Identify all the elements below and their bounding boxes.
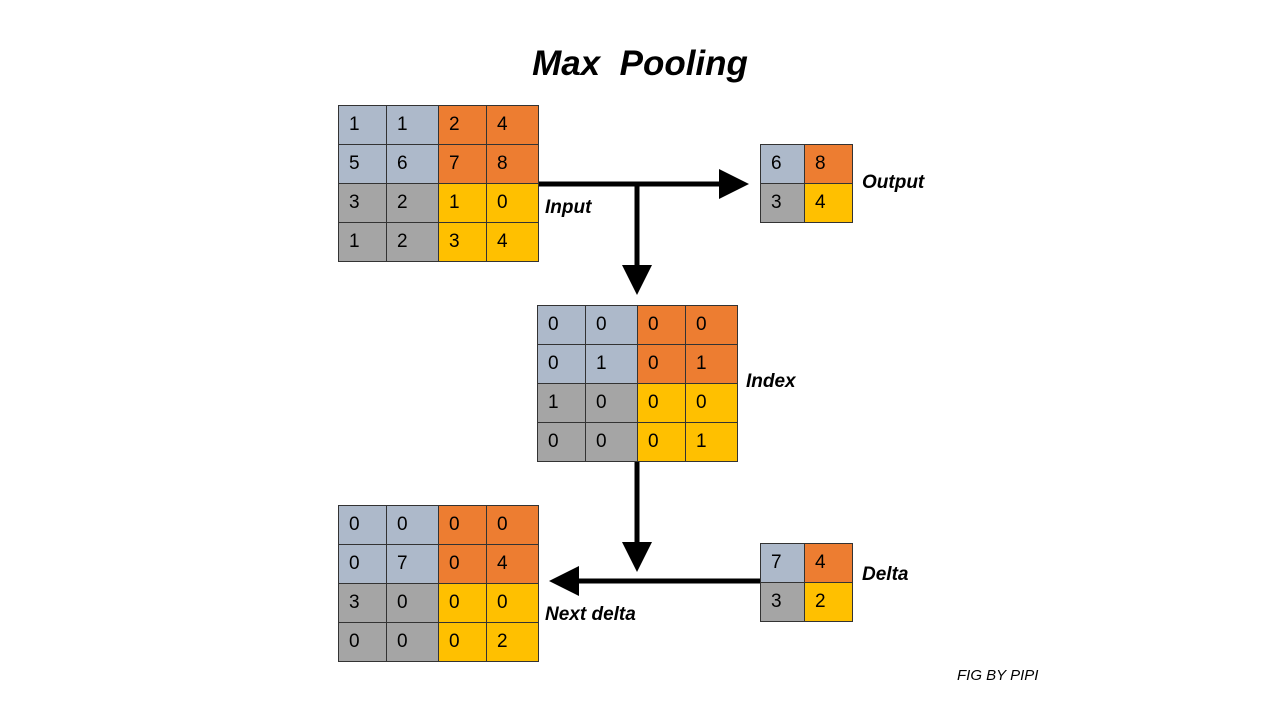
index-cell: 0 [638, 345, 686, 384]
next-delta-cell: 0 [339, 506, 387, 545]
next-delta-cell: 2 [487, 623, 539, 662]
input-cell: 7 [439, 145, 487, 184]
next-delta-cell: 0 [339, 623, 387, 662]
index-cell: 0 [586, 423, 638, 462]
input-cell: 6 [387, 145, 439, 184]
next-delta-cell: 0 [439, 506, 487, 545]
index-label: Index [746, 371, 796, 392]
next-delta-label: Next delta [545, 604, 636, 625]
index-cell: 0 [686, 384, 738, 423]
output-label: Output [862, 172, 925, 193]
next-delta-cell: 0 [387, 584, 439, 623]
next-delta-cell: 0 [387, 623, 439, 662]
index-cell: 0 [586, 306, 638, 345]
index-cell: 1 [586, 345, 638, 384]
next-delta-cell: 0 [339, 545, 387, 584]
delta-cell: 2 [805, 583, 853, 622]
index-cell: 1 [686, 423, 738, 462]
figure-credit: FIG BY PIPI [957, 667, 1039, 684]
next-delta-cell: 3 [339, 584, 387, 623]
next-delta-cell: 0 [487, 506, 539, 545]
input-cell: 4 [487, 223, 539, 262]
input-cell: 1 [387, 106, 439, 145]
next-delta-cell: 0 [439, 623, 487, 662]
next-delta-cell: 0 [487, 584, 539, 623]
next-delta-cell: 0 [387, 506, 439, 545]
input-cell: 2 [387, 223, 439, 262]
index-cell: 0 [586, 384, 638, 423]
diagram-title: Max Pooling [532, 44, 748, 83]
input-cell: 0 [487, 184, 539, 223]
input-cell: 3 [339, 184, 387, 223]
index-cell: 0 [538, 345, 586, 384]
delta-label: Delta [862, 564, 909, 585]
output-cell: 6 [761, 145, 805, 184]
index-cell: 0 [686, 306, 738, 345]
input-cell: 1 [439, 184, 487, 223]
delta-cell: 4 [805, 544, 853, 583]
next-delta-cell: 4 [487, 545, 539, 584]
index-cell: 1 [686, 345, 738, 384]
input-cell: 5 [339, 145, 387, 184]
output-cell: 8 [805, 145, 853, 184]
index-cell: 0 [638, 306, 686, 345]
input-cell: 3 [439, 223, 487, 262]
output-cell: 4 [805, 184, 853, 223]
input-cell: 1 [339, 223, 387, 262]
index-cell: 0 [638, 423, 686, 462]
input-cell: 2 [387, 184, 439, 223]
index-cell: 0 [538, 423, 586, 462]
input-cell: 1 [339, 106, 387, 145]
output-cell: 3 [761, 184, 805, 223]
delta-cell: 7 [761, 544, 805, 583]
delta-cell: 3 [761, 583, 805, 622]
next-delta-cell: 0 [439, 545, 487, 584]
input-cell: 2 [439, 106, 487, 145]
input-cell: 4 [487, 106, 539, 145]
next-delta-cell: 0 [439, 584, 487, 623]
input-cell: 8 [487, 145, 539, 184]
index-cell: 0 [538, 306, 586, 345]
index-cell: 0 [638, 384, 686, 423]
input-label: Input [545, 197, 592, 218]
next-delta-cell: 7 [387, 545, 439, 584]
index-cell: 1 [538, 384, 586, 423]
